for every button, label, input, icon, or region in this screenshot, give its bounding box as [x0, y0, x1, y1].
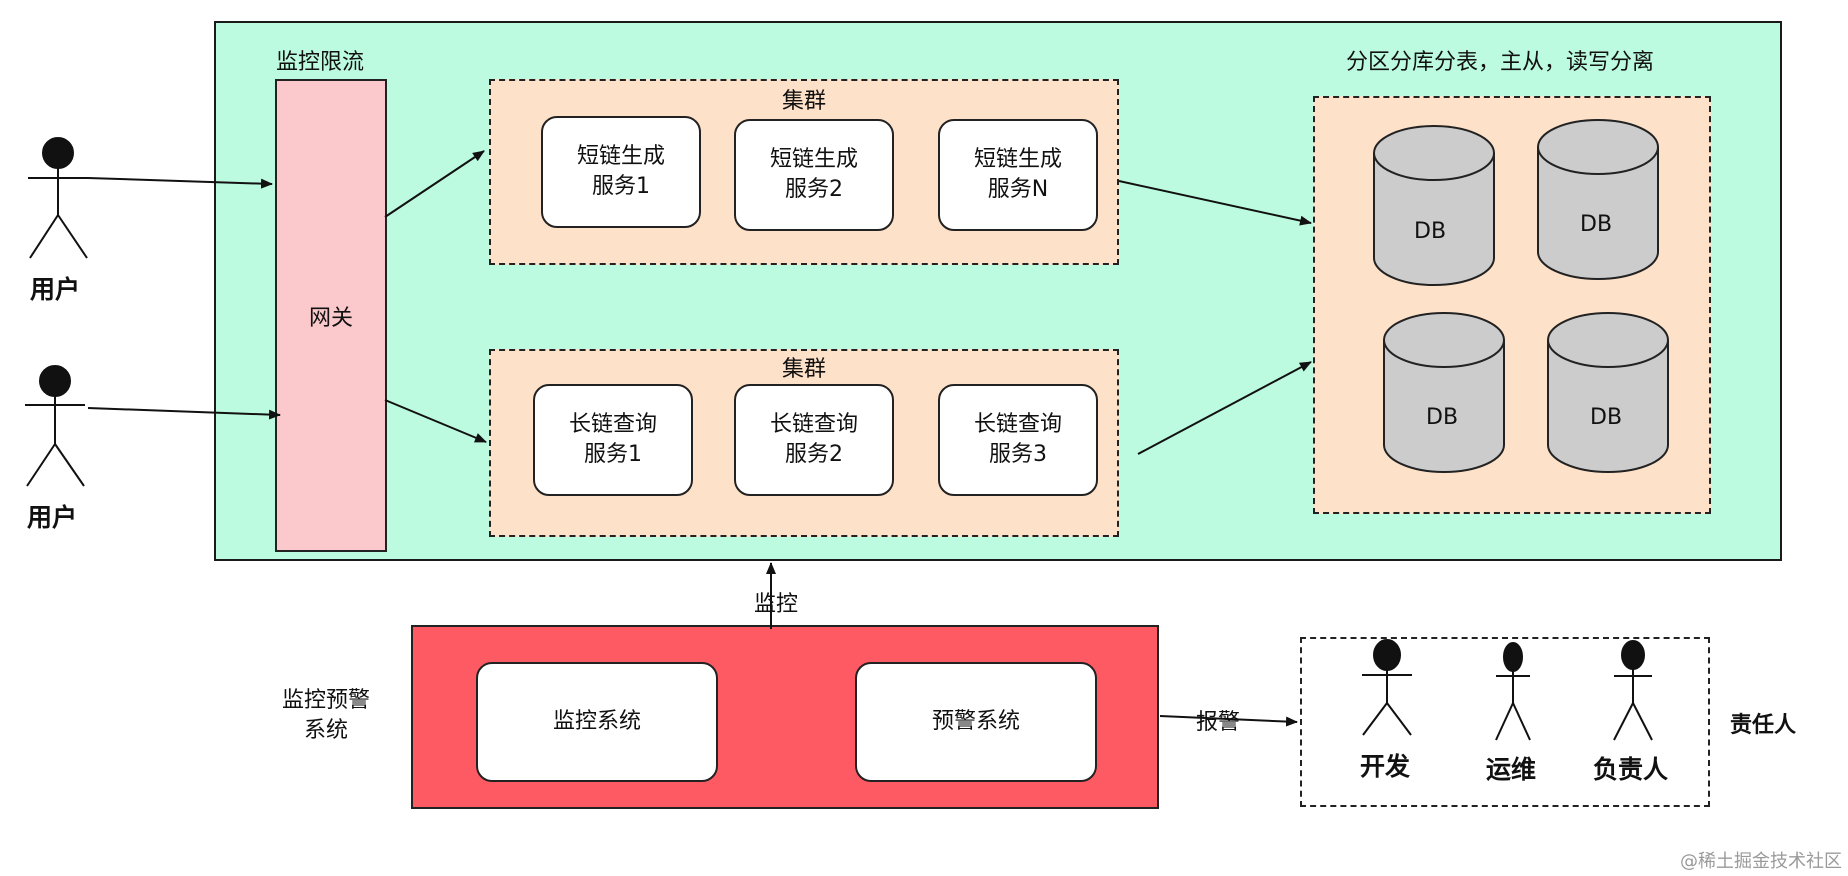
short-link-service-1: 短链生成 服务1 [541, 116, 701, 228]
arrow-gateway-cluster1 [384, 150, 485, 218]
db-cylinder-2 [1537, 119, 1659, 280]
db-label-3: DB [1426, 405, 1459, 430]
person-label-ops: 运维 [1486, 755, 1537, 784]
cluster-title: 集群 [781, 357, 826, 382]
gateway-label: 网关 [308, 305, 353, 331]
responsible-people-box [1300, 637, 1710, 807]
monitor-arrow-label: 监控 [754, 592, 799, 617]
arrow-cluster1-db [1118, 180, 1312, 226]
watermark: @稀土掘金技术社区 [1680, 851, 1842, 872]
short-link-service-n: 短链生成 服务N [938, 119, 1098, 231]
user-label-2: 用户 [27, 503, 78, 532]
rate-limit-label: 监控限流 [276, 50, 365, 75]
db-cylinder-3 [1383, 312, 1505, 473]
long-link-service-1: 长链查询 服务1 [533, 384, 693, 496]
person-figure-ops [1495, 642, 1531, 741]
user-figure-2 [25, 365, 85, 487]
arrow-gateway-cluster2 [384, 399, 487, 443]
responsible-label: 责任人 [1730, 713, 1797, 738]
alarm-arrow-label: 报警 [1196, 710, 1241, 735]
db-label-2: DB [1580, 212, 1613, 237]
db-cylinder-1 [1373, 125, 1495, 286]
user-label-1: 用户 [30, 275, 81, 304]
long-link-service-2: 长链查询 服务2 [734, 384, 894, 496]
sharding-label: 分区分库分表，主从，读写分离 [1346, 50, 1655, 75]
arrow-user2-gateway [87, 407, 281, 420]
db-cylinder-4 [1547, 312, 1669, 473]
person-label-dev: 开发 [1360, 752, 1411, 781]
person-label-owner: 负责人 [1593, 755, 1669, 784]
user-figure-1 [28, 137, 88, 259]
arrow-cluster2-db [1137, 361, 1312, 455]
gateway-box: 网关 [275, 79, 387, 552]
short-link-service-2: 短链生成 服务2 [734, 119, 894, 231]
alert-system-label: 监控预警 系统 [282, 688, 371, 743]
person-figure-dev [1362, 639, 1412, 736]
db-label-4: DB [1590, 405, 1623, 430]
warning-system-box: 预警系统 [855, 662, 1097, 782]
arrow-alarm [1159, 715, 1298, 727]
long-link-service-3: 长链查询 服务3 [938, 384, 1098, 496]
person-figure-owner [1613, 640, 1653, 741]
monitor-system-box: 监控系统 [476, 662, 718, 782]
arrow-user1-gateway [87, 177, 273, 189]
db-label-1: DB [1414, 219, 1447, 244]
cluster-title: 集群 [781, 89, 826, 114]
